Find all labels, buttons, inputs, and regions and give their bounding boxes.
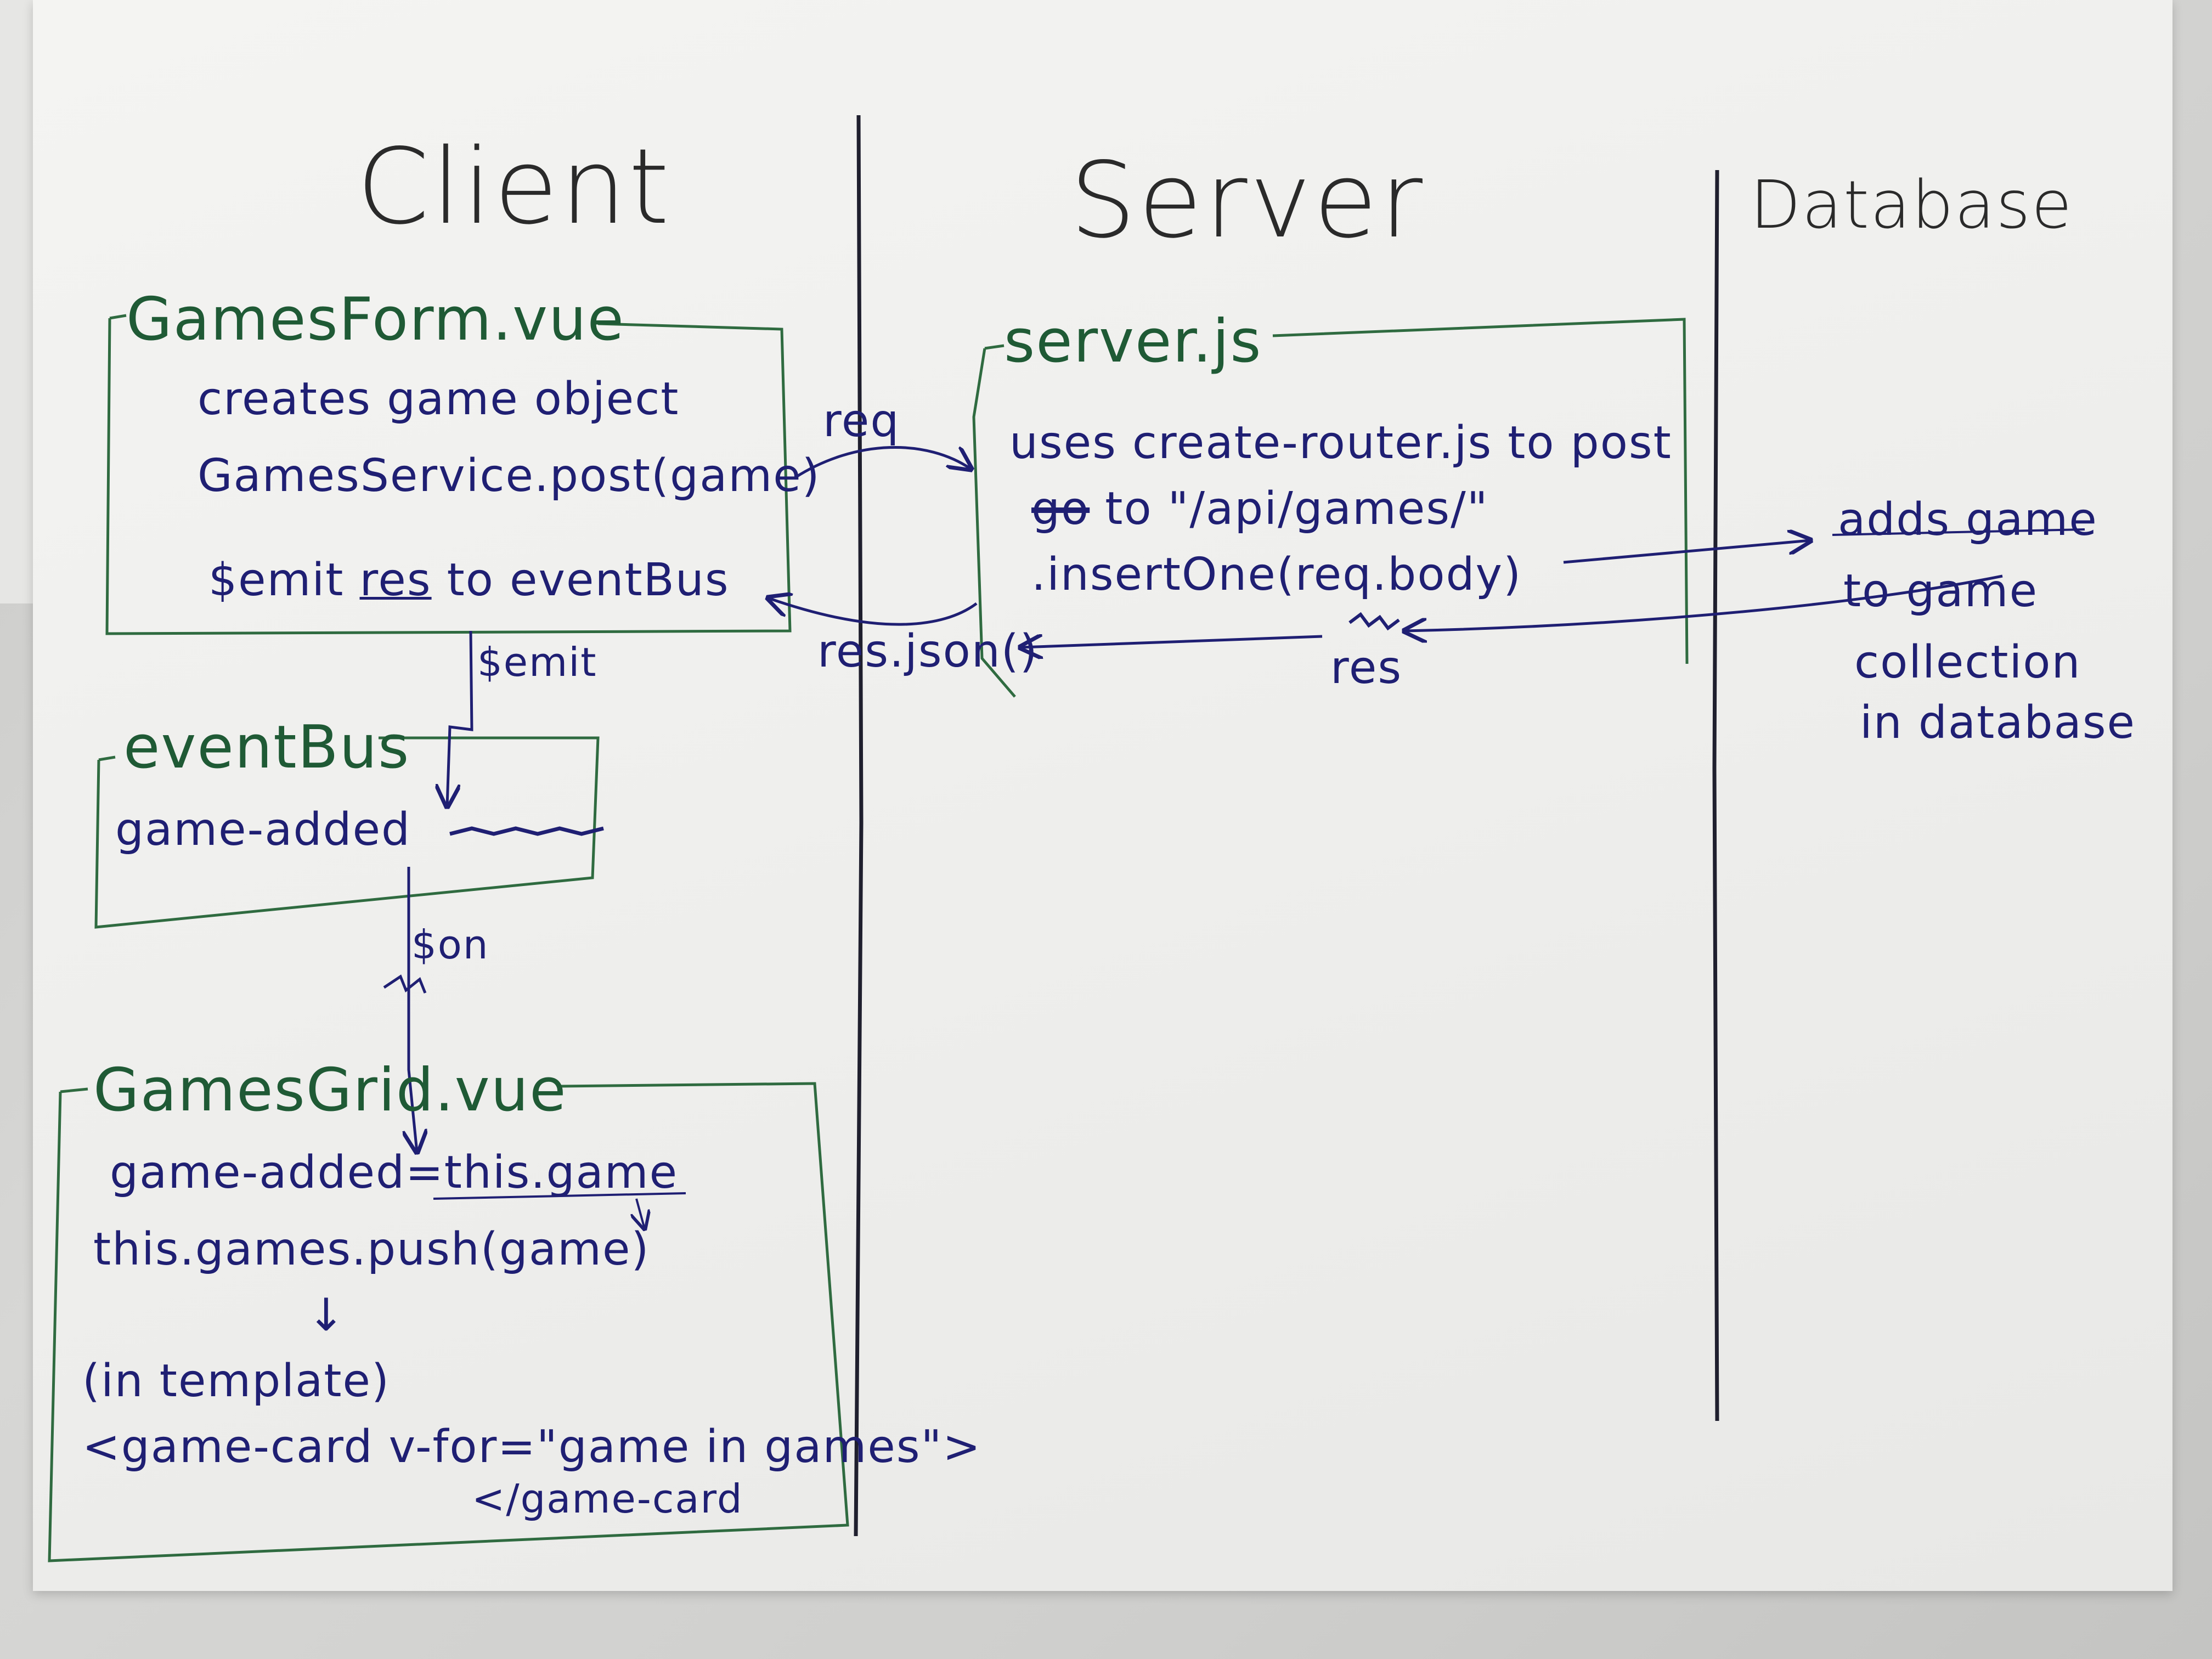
scribble-mark	[449, 826, 604, 836]
gamesform-line: GamesService.post(game)	[198, 450, 821, 502]
emit-arrow	[447, 630, 473, 806]
scribble-mark	[383, 974, 427, 994]
gamesform-line: creates game object	[198, 373, 680, 425]
serverjs-box	[972, 348, 1016, 698]
gamesform-emit-line: $emit res to eventBus	[208, 554, 730, 606]
emit-prefix: $emit	[208, 554, 360, 606]
database-line: in database	[1860, 697, 2136, 749]
header-client: Client	[357, 126, 672, 247]
emit-label: $emit	[477, 639, 597, 685]
gamesgrid-line: </game-card	[472, 1476, 743, 1522]
gamesgrid-line: (in template)	[82, 1355, 390, 1407]
serverjs-line-2: go to "/api/games/"	[1031, 483, 1488, 535]
eventbus-box	[94, 736, 600, 929]
serverjs-line: uses create-router.js to post	[1009, 417, 1672, 469]
res-return-arrow	[768, 598, 978, 626]
divider-client-server	[854, 115, 864, 1537]
serverjs-title: server.js	[1004, 307, 1262, 376]
database-line: to game	[1843, 565, 2039, 617]
scribble-mark	[1348, 612, 1400, 631]
eventbus-title: eventBus	[123, 713, 410, 782]
db-res-arrow	[1404, 574, 2003, 631]
database-line: collection	[1854, 636, 2081, 689]
req-arrow	[794, 445, 971, 479]
paper-sheet	[33, 0, 2172, 1591]
on-arrow	[409, 867, 417, 1152]
on-label: $on	[411, 922, 489, 968]
header-server: Server	[1070, 140, 1425, 261]
serverjs-line: .insertOne(req.body)	[1031, 549, 1522, 601]
gamesgrid-line: <game-card v-for="game in games">	[82, 1421, 982, 1473]
gamesgrid-line: this.games.push(game)	[93, 1223, 650, 1276]
res-json-arrow	[1020, 636, 1323, 647]
emit-suffix: to eventBus	[431, 554, 730, 606]
insert-arrow	[1563, 540, 1810, 564]
database-line: adds game	[1838, 494, 2098, 546]
eventbus-event: game-added	[115, 804, 411, 856]
serverjs-path: to "/api/games/"	[1090, 483, 1489, 535]
gamesgrid-line: game-added=this.game	[110, 1147, 679, 1199]
push-arrow	[636, 1198, 645, 1229]
gamesform-box	[105, 318, 792, 635]
gamesgrid-box	[48, 1082, 849, 1562]
divider-server-database	[1712, 170, 1719, 1421]
emit-res: res	[359, 554, 432, 606]
struck-text: go	[1031, 483, 1090, 535]
req-label: req	[823, 395, 900, 447]
gamesgrid-title: GamesGrid.vue	[93, 1056, 567, 1125]
res-json-label: res.json()	[817, 625, 1039, 678]
gamesgrid-down-arrow: ↓	[307, 1289, 346, 1341]
header-database: Database	[1750, 167, 2073, 244]
gamesform-title: GamesForm.vue	[126, 285, 625, 354]
res-label: res	[1330, 642, 1403, 694]
